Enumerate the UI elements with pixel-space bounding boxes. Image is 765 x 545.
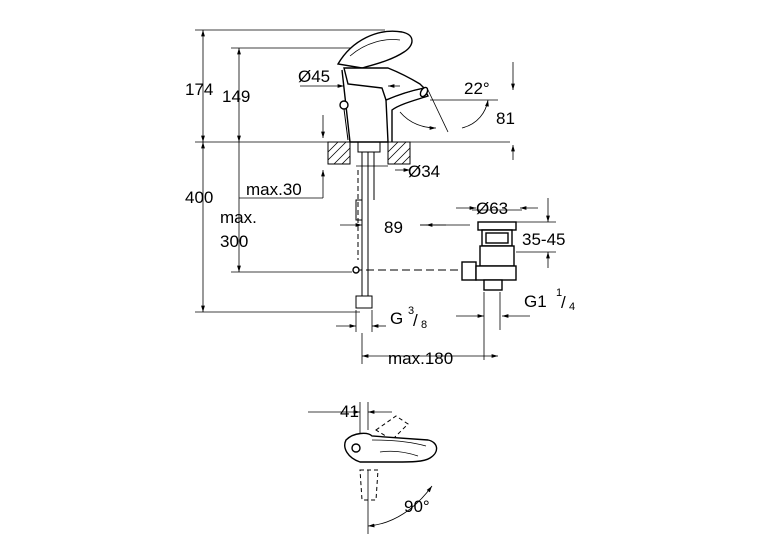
dim-diameter-63: Ø63 (476, 199, 508, 218)
dim-max-30: max.30 (246, 180, 302, 199)
dim-400: 400 (185, 188, 213, 207)
dim-diameter-34: Ø34 (408, 162, 440, 181)
dim-thread-g1-den: 4 (569, 301, 575, 313)
dim-149: 149 (222, 87, 250, 106)
dim-thread-g: G (390, 309, 403, 328)
dim-89: 89 (384, 218, 403, 237)
dim-thread-g-den: 8 (421, 319, 427, 331)
drain-assembly (456, 198, 556, 360)
dim-angle-22: 22° (464, 79, 490, 98)
dim-35-45: 35-45 (522, 230, 565, 249)
dim-81: 81 (496, 109, 515, 128)
dim-diameter-45: Ø45 (298, 67, 330, 86)
dim-thread-g1-num: 1 (556, 287, 562, 299)
dim-thread-g-num: 3 (408, 305, 414, 317)
dim-thread-g1: G1 (524, 292, 547, 311)
supply-hoses (336, 170, 386, 332)
dim-max-300-line1: max. (220, 208, 257, 227)
popup-rod (352, 261, 477, 281)
dim-angle-90: 90° (404, 497, 430, 516)
dim-thread-g-slash: / (413, 311, 418, 330)
dim-max-300-line2: 300 (220, 232, 248, 251)
faucet-top-view (308, 402, 438, 534)
faucet-side-view (300, 30, 429, 143)
dim-thread-g1-slash: / (561, 293, 566, 312)
dim-41: 41 (340, 402, 359, 421)
dim-174: 174 (185, 80, 213, 99)
dim-max-180: max.180 (388, 349, 453, 368)
spout-angle-dims (399, 62, 515, 160)
dim-max-180-lines (361, 333, 498, 364)
